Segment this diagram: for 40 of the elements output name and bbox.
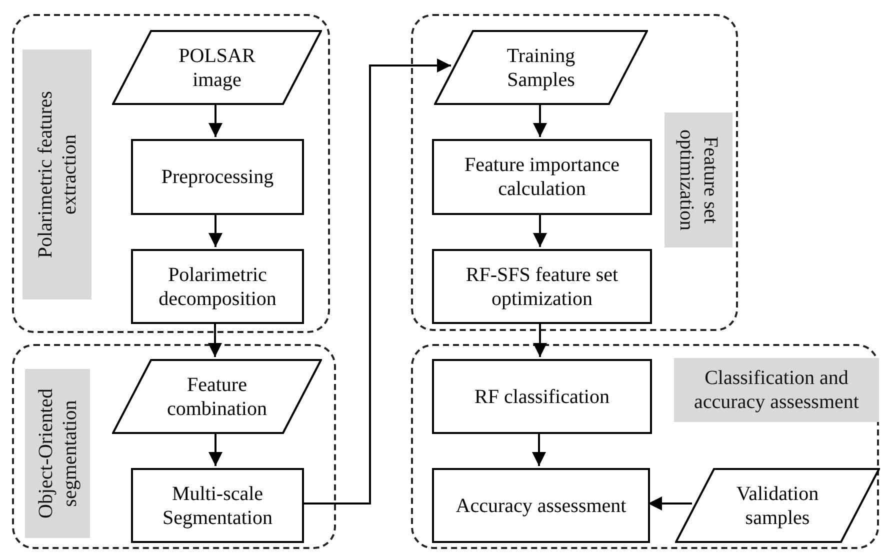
data-parallelogram — [434, 30, 648, 105]
node-text: Validation samples — [735, 482, 820, 530]
node-text: Feature combination — [166, 372, 268, 420]
node-text: Training Samples — [506, 44, 576, 92]
group-label: Object-Oriented segmentation — [25, 369, 90, 538]
group-frame — [411, 14, 738, 331]
arrow — [533, 322, 547, 357]
group-frame — [411, 344, 879, 549]
arrow — [533, 103, 547, 137]
process-box — [432, 139, 652, 215]
arrow — [532, 432, 546, 466]
arrow — [648, 496, 692, 510]
data-parallelogram — [675, 468, 880, 543]
node-text: Feature importance calculation — [464, 153, 620, 201]
group-frame — [12, 344, 336, 549]
group-label: Feature set optimization — [664, 112, 732, 247]
group-frame — [12, 14, 330, 333]
node-text: Preprocessing — [161, 165, 274, 189]
group-label: Polarimetric features extraction — [22, 49, 91, 299]
process-box — [131, 139, 304, 215]
arrow — [208, 213, 222, 247]
node-text: POLSAR image — [178, 44, 256, 92]
arrow — [533, 213, 547, 247]
arrow — [208, 432, 222, 466]
process-box — [432, 468, 650, 543]
arrow — [208, 322, 222, 357]
arrow — [302, 58, 451, 504]
group-label: Classification and accuracy assessment — [674, 358, 879, 422]
data-parallelogram — [112, 359, 322, 434]
process-box — [131, 468, 304, 543]
process-box — [131, 249, 304, 324]
data-parallelogram — [112, 30, 322, 105]
node-text: Accuracy assessment — [456, 494, 626, 518]
process-box — [432, 249, 652, 324]
process-box — [432, 359, 652, 434]
node-text: RF-SFS feature set optimization — [464, 262, 620, 310]
arrow — [208, 103, 222, 137]
node-text: Multi-scale Segmentation — [162, 482, 274, 530]
node-text: RF classification — [474, 384, 610, 408]
node-text: Polarimetric decomposition — [158, 262, 278, 310]
